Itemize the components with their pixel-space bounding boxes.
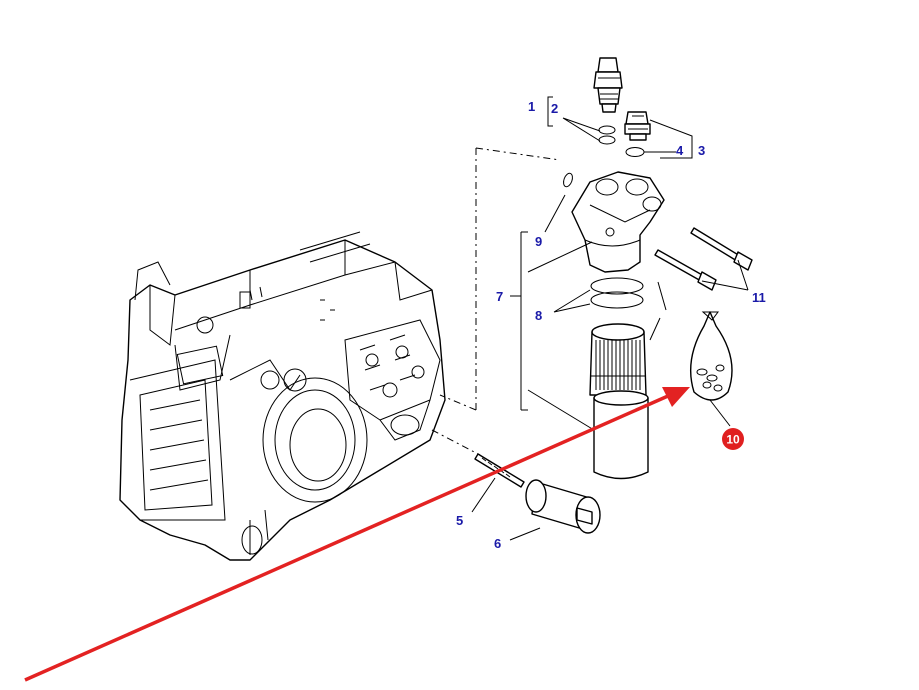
leader-lines: [471, 96, 749, 541]
red-pointer-arrow: [24, 387, 690, 682]
callout-4: 4: [676, 143, 684, 158]
filter-element: [589, 323, 647, 396]
callout-8: 8: [535, 308, 542, 323]
callout-5: 5: [456, 513, 463, 528]
filter-bowl: [593, 390, 649, 480]
o-ring-part-9: [563, 172, 573, 188]
callout-7: 7: [496, 289, 503, 304]
callout-6: 6: [494, 536, 501, 551]
callout-9: 9: [535, 234, 542, 249]
callout-2: 2: [551, 101, 558, 116]
adapter-fitting-part-3: [624, 111, 651, 141]
callout-1: 1: [528, 99, 535, 114]
o-rings-part-8: [590, 277, 644, 309]
filter-head-part-7: [571, 171, 665, 273]
callout-10: 10: [726, 433, 740, 447]
callout-11: 11: [752, 290, 766, 305]
plug-part-6: [525, 479, 601, 534]
pressure-switch-part-1: [593, 57, 623, 113]
highlight-circle-part-10: [722, 428, 744, 450]
o-rings-part-2: [598, 125, 616, 145]
callout-3: 3: [698, 143, 705, 158]
parts-bag-part-10: [689, 311, 733, 401]
callout-labels: 1 2 3 4 5 6 7 8 9 11 10: [456, 99, 766, 551]
transmission-housing: [119, 231, 446, 561]
assembly-dashed-lines: [431, 147, 561, 456]
bolts-part-11: [654, 227, 753, 291]
o-ring-part-4: [625, 147, 645, 157]
